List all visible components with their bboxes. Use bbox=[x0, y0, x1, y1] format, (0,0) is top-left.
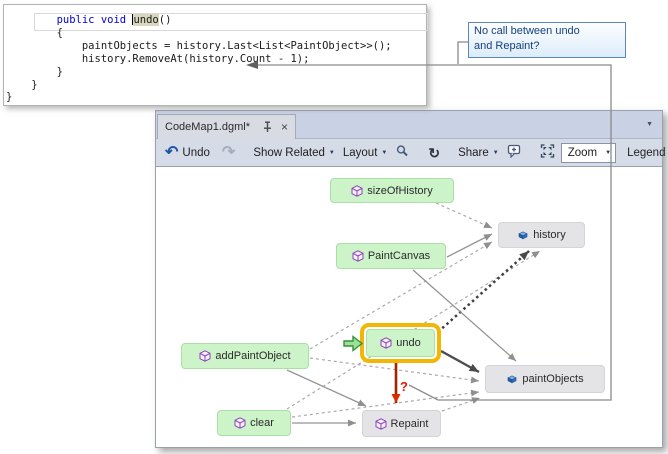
code-text: public void undo() { paintObjects = hist… bbox=[6, 14, 392, 104]
redo-button[interactable]: ↷ bbox=[218, 142, 239, 164]
method-icon bbox=[351, 184, 363, 197]
node-addPaintObject[interactable]: addPaintObject bbox=[181, 343, 309, 369]
annotation-note: No call between undo and Repaint? bbox=[468, 22, 626, 58]
method-icon bbox=[352, 250, 364, 262]
edge-addPaintObject-Repaint bbox=[286, 369, 367, 407]
edge-PaintCanvas-history bbox=[446, 233, 493, 258]
chevron-down-icon: ▼ bbox=[605, 149, 612, 156]
tab-codemap[interactable]: CodeMap1.dgml* × bbox=[157, 113, 297, 139]
tab-list-dropdown-icon[interactable]: ▼ bbox=[646, 121, 653, 128]
refresh-button[interactable]: ↻ bbox=[424, 142, 444, 164]
edge-undo-history bbox=[437, 250, 530, 333]
undo-button[interactable]: ↶ Undo bbox=[161, 142, 214, 164]
annotation-line1: No call between undo bbox=[474, 25, 580, 37]
current-line-box bbox=[34, 13, 428, 31]
annotation-line2: and Repaint? bbox=[474, 40, 540, 52]
node-label: clear bbox=[250, 417, 274, 429]
code-editor-window[interactable]: public void undo() { paintObjects = hist… bbox=[3, 4, 428, 106]
undo-icon: ↶ bbox=[165, 143, 179, 161]
codemap-toolbar: ↶ Undo ↷ Show Related ▼ Layout ▼ ↻ bbox=[156, 139, 665, 167]
node-clear[interactable]: clear bbox=[217, 410, 291, 436]
field-icon bbox=[517, 229, 529, 241]
node-label: PaintCanvas bbox=[367, 250, 431, 262]
method-icon bbox=[234, 417, 246, 429]
node-label: sizeOfHistory bbox=[367, 184, 433, 197]
redo-icon: ↷ bbox=[221, 143, 236, 161]
edge-undo-paintObjects bbox=[440, 349, 480, 374]
find-node-button[interactable] bbox=[391, 142, 414, 164]
layout-button[interactable]: Layout ▼ bbox=[339, 142, 391, 164]
node-Repaint[interactable]: Repaint bbox=[362, 410, 441, 437]
show-related-label: Show Related bbox=[253, 146, 325, 159]
undo-label: Undo bbox=[182, 146, 210, 159]
edge-Repaint-paintObjects bbox=[441, 397, 481, 412]
legend-button[interactable]: Legend bbox=[621, 142, 668, 164]
node-label: Repaint bbox=[390, 417, 429, 430]
codemap-window: CodeMap1.dgml* × ▼ ↶ Undo ↷ Show Related… bbox=[155, 110, 665, 448]
new-comment-button[interactable] bbox=[503, 142, 526, 164]
node-paintObjects[interactable]: paintObjects bbox=[485, 365, 605, 393]
refresh-icon: ↻ bbox=[428, 144, 441, 161]
pin-icon[interactable] bbox=[262, 121, 273, 133]
zoom-to-fit-button[interactable] bbox=[536, 142, 559, 164]
node-label: addPaintObject bbox=[215, 350, 291, 362]
node-history[interactable]: history bbox=[498, 222, 585, 248]
node-label: paintObjects bbox=[522, 373, 584, 385]
method-icon bbox=[199, 350, 211, 362]
node-PaintCanvas[interactable]: PaintCanvas bbox=[336, 243, 446, 269]
method-icon bbox=[375, 417, 387, 430]
share-button[interactable]: Share ▼ bbox=[454, 142, 503, 164]
layout-label: Layout bbox=[342, 146, 378, 159]
chevron-down-icon: ▼ bbox=[492, 149, 499, 156]
zoom-label: Zoom bbox=[567, 146, 598, 159]
node-label: undo bbox=[396, 337, 421, 349]
field-icon bbox=[506, 373, 518, 385]
method-icon bbox=[380, 337, 392, 349]
search-icon bbox=[395, 144, 410, 161]
graph-edges bbox=[286, 202, 541, 427]
edge-sizeOfHistory-history bbox=[435, 202, 493, 229]
zoom-combo[interactable]: Zoom ▼ bbox=[560, 142, 617, 163]
new-comment-icon bbox=[507, 144, 522, 161]
close-icon[interactable]: × bbox=[281, 119, 289, 134]
node-sizeOfHistory[interactable]: sizeOfHistory bbox=[330, 178, 454, 203]
chevron-down-icon: ▼ bbox=[381, 149, 388, 156]
tab-strip: CodeMap1.dgml* × ▼ bbox=[156, 111, 662, 139]
node-label: history bbox=[533, 229, 566, 241]
tab-title: CodeMap1.dgml* bbox=[165, 120, 250, 133]
legend-label: Legend bbox=[627, 146, 666, 159]
zoom-to-fit-icon bbox=[540, 144, 555, 161]
share-label: Share bbox=[458, 146, 489, 159]
chevron-down-icon: ▼ bbox=[328, 149, 335, 156]
node-undo[interactable]: undo bbox=[366, 329, 435, 357]
suspect-edge-question-mark: ? bbox=[400, 379, 408, 394]
current-node-pointer-icon bbox=[343, 335, 364, 357]
show-related-button[interactable]: Show Related ▼ bbox=[249, 142, 339, 164]
